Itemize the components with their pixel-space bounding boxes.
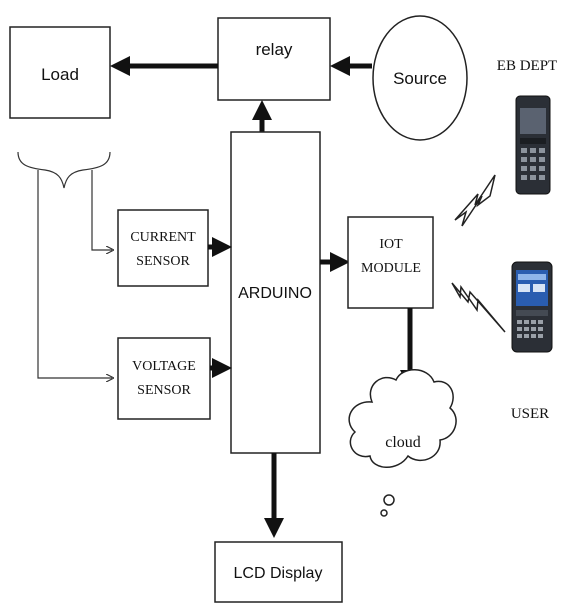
lcd-display-block: LCD Display — [214, 541, 343, 603]
load-block: Load — [9, 26, 111, 119]
load-brace — [17, 151, 111, 189]
cloud-block: cloud — [348, 369, 457, 517]
current-sensor-label-line1: CURRENT — [130, 230, 196, 245]
source-block: Source — [372, 15, 468, 141]
iot-module-block: IOT MODULE — [347, 216, 434, 309]
load-label: Load — [41, 65, 79, 84]
eb-dept-label: EB DEPT — [497, 58, 557, 74]
iot-module-label-line1: IOT — [379, 237, 403, 252]
cloud-tail-large — [383, 494, 395, 506]
signal-to-eb-dept-icon — [454, 174, 496, 227]
smartphone-icon — [511, 261, 553, 353]
arduino-label: ARDUINO — [238, 285, 312, 302]
voltage-sensor-label-line1: VOLTAGE — [132, 359, 196, 374]
cloud-shape — [348, 369, 457, 468]
arduino-block: ARDUINO — [230, 131, 321, 454]
cloud-label: cloud — [385, 434, 421, 451]
voltage-sensor-label-line2: SENSOR — [137, 383, 191, 398]
brace-to-voltage-sensor-line — [37, 170, 112, 378]
lcd-display-label: LCD Display — [234, 565, 323, 582]
user-label: USER — [511, 406, 549, 422]
cloud-tail-small — [380, 509, 388, 517]
voltage-sensor-block: VOLTAGE SENSOR — [117, 337, 211, 420]
relay-label: relay — [256, 40, 293, 59]
brace-to-current-sensor-line — [91, 170, 112, 250]
signal-to-user-icon — [451, 282, 506, 333]
relay-block: relay — [217, 17, 331, 101]
iot-module-label-line2: MODULE — [361, 261, 421, 276]
source-label: Source — [393, 69, 447, 88]
feature-phone-icon — [515, 95, 551, 195]
current-sensor-label-line2: SENSOR — [136, 254, 190, 269]
current-sensor-block: CURRENT SENSOR — [117, 209, 209, 287]
